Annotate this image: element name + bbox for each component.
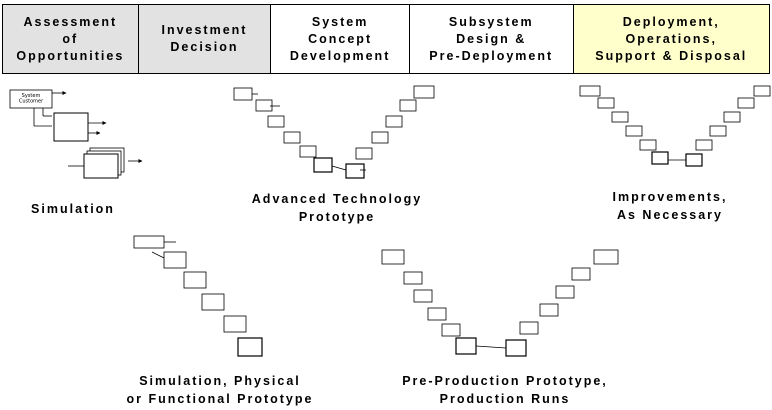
- system-customer-box: [9, 89, 53, 109]
- simulation-model-box: [53, 112, 89, 142]
- pre-production-prototype-v: [381, 249, 619, 357]
- advanced-technology-prototype-v: [233, 85, 435, 179]
- caption-simulation-physical-functional: Simulation, Physical or Functional Proto…: [126, 374, 314, 406]
- phase-investment-decision: Investment Decision: [138, 5, 272, 73]
- simulation-stack-box: [83, 153, 119, 179]
- improvements-v: [579, 85, 771, 167]
- lifecycle-phase-header: Assessment of Opportunities Investment D…: [2, 4, 770, 74]
- caption-advanced-technology-prototype: Advanced Technology Prototype: [251, 192, 423, 224]
- phase-system-concept-development: System Concept Development: [271, 5, 410, 73]
- phase-deployment-operations-support-disposal: Deployment, Operations, Support & Dispos…: [573, 5, 769, 73]
- phase-assessment-of-opportunities: Assessment of Opportunities: [3, 5, 139, 73]
- caption-improvements: Improvements, As Necessary: [612, 190, 728, 222]
- caption-pre-production: Pre-Production Prototype, Production Run…: [402, 374, 608, 406]
- caption-simulation: Simulation: [31, 202, 115, 216]
- simulation-physical-functional-diagram: [133, 235, 263, 357]
- phase-subsystem-design-pre-deployment: Subsystem Design & Pre-Deployment: [409, 5, 574, 73]
